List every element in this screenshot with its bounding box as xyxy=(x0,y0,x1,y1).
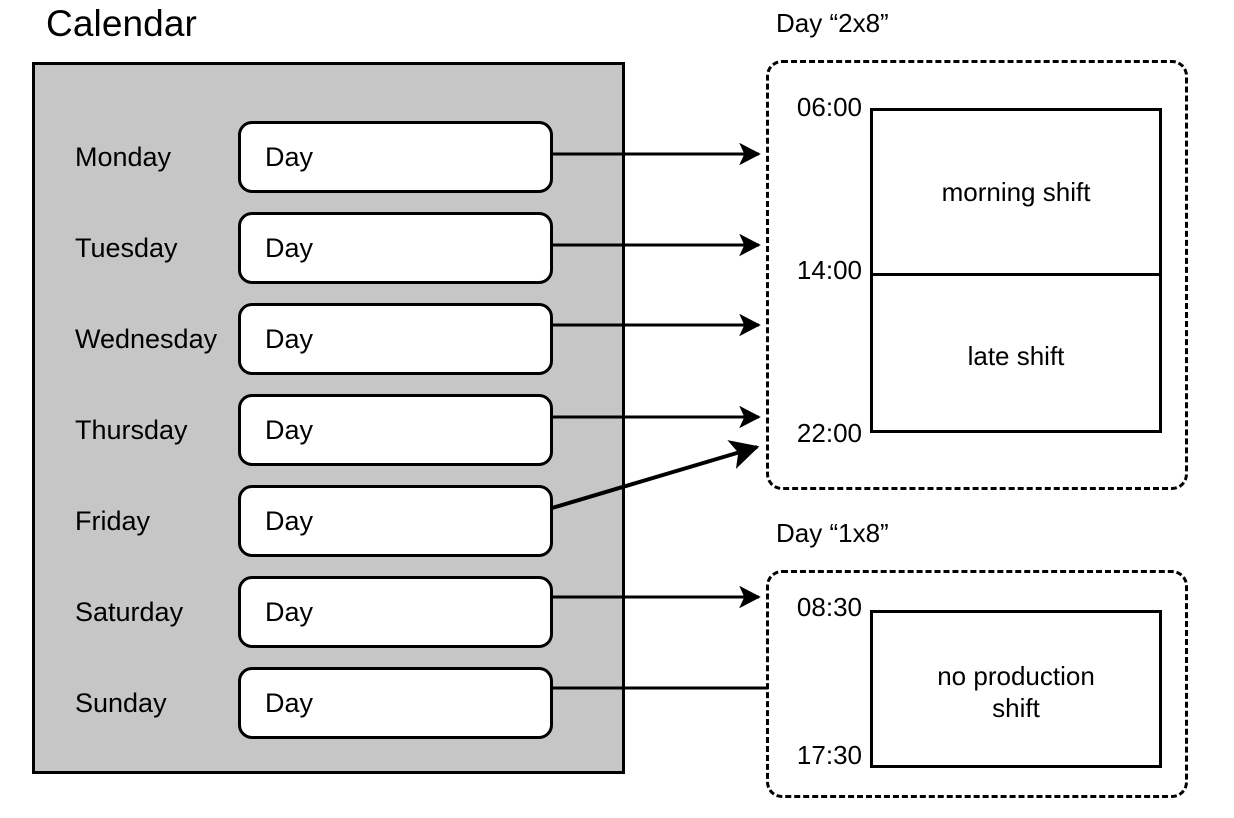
day-label-sunday: Sunday xyxy=(75,688,167,718)
time-label-1400: 14:00 xyxy=(796,255,862,285)
day-card-friday[interactable]: Day xyxy=(238,485,553,557)
day-card-label: Day xyxy=(265,324,314,354)
calendar-row-friday[interactable]: Friday Day xyxy=(35,485,622,557)
shift-cell-no-production[interactable]: no production shift xyxy=(937,661,1095,723)
day-card-label: Day xyxy=(265,597,314,627)
day-card-sunday[interactable]: Day xyxy=(238,667,553,739)
day-card-saturday[interactable]: Day xyxy=(238,576,553,648)
day-card-label: Day xyxy=(265,233,314,263)
page-title: Calendar xyxy=(46,3,197,44)
shift-cell-late[interactable]: late shift xyxy=(873,273,1159,436)
pattern-title-1x8: Day “1x8” xyxy=(776,518,889,548)
day-label-wednesday: Wednesday xyxy=(75,324,218,354)
day-label-thursday: Thursday xyxy=(75,415,188,445)
shift-grid-2x8: morning shift late shift xyxy=(870,108,1162,433)
calendar-panel: Monday Day Tuesday Day Wednesday Day Thu… xyxy=(32,62,625,774)
pattern-panel-2x8 xyxy=(766,60,1188,490)
day-card-monday[interactable]: Day xyxy=(238,121,553,193)
day-card-label: Day xyxy=(265,506,314,536)
calendar-row-sunday[interactable]: Sunday Day xyxy=(35,667,622,739)
shift-cell-morning[interactable]: morning shift xyxy=(941,177,1091,207)
day-label-saturday: Saturday xyxy=(75,597,184,627)
calendar-row-wednesday[interactable]: Wednesday Day xyxy=(35,303,622,375)
day-card-wednesday[interactable]: Day xyxy=(238,303,553,375)
calendar-row-saturday[interactable]: Saturday Day xyxy=(35,576,622,648)
day-card-label: Day xyxy=(265,415,314,445)
day-card-thursday[interactable]: Day xyxy=(238,394,553,466)
calendar-row-tuesday[interactable]: Tuesday Day xyxy=(35,212,622,284)
day-card-label: Day xyxy=(265,142,314,172)
pattern-panel-1x8 xyxy=(766,570,1188,798)
time-label-0830: 08:30 xyxy=(796,592,862,622)
time-label-0600: 06:00 xyxy=(796,92,862,122)
pattern-title-2x8: Day “2x8” xyxy=(776,8,889,38)
day-label-tuesday: Tuesday xyxy=(75,233,178,263)
time-label-1730: 17:30 xyxy=(796,740,862,770)
day-card-tuesday[interactable]: Day xyxy=(238,212,553,284)
day-label-monday: Monday xyxy=(75,142,172,172)
day-label-friday: Friday xyxy=(75,506,151,536)
time-label-2200: 22:00 xyxy=(796,418,862,448)
calendar-row-thursday[interactable]: Thursday Day xyxy=(35,394,622,466)
calendar-row-monday[interactable]: Monday Day xyxy=(35,121,622,193)
day-card-label: Day xyxy=(265,688,314,718)
shift-grid-1x8: no production shift xyxy=(870,610,1162,768)
